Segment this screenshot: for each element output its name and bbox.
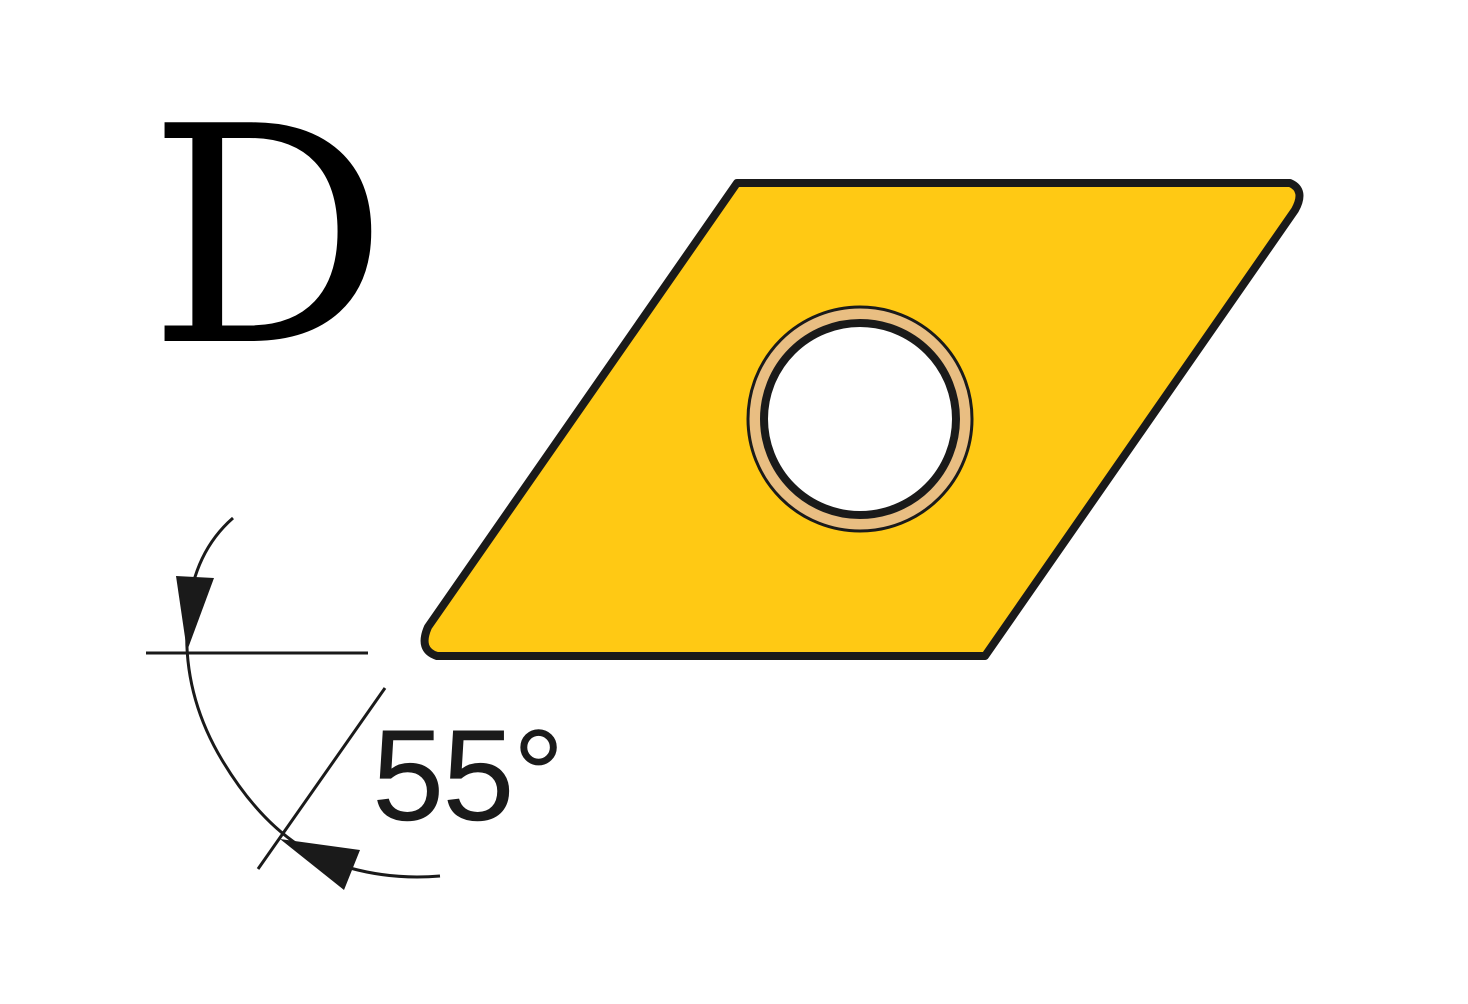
lower-arrowhead	[280, 839, 360, 890]
angle-label: 55°	[372, 702, 565, 848]
insert-hole	[760, 319, 960, 519]
inclined-reference-line	[256, 687, 387, 870]
shape-code-letter: D	[148, 63, 389, 412]
upper-arrowhead	[176, 576, 214, 651]
